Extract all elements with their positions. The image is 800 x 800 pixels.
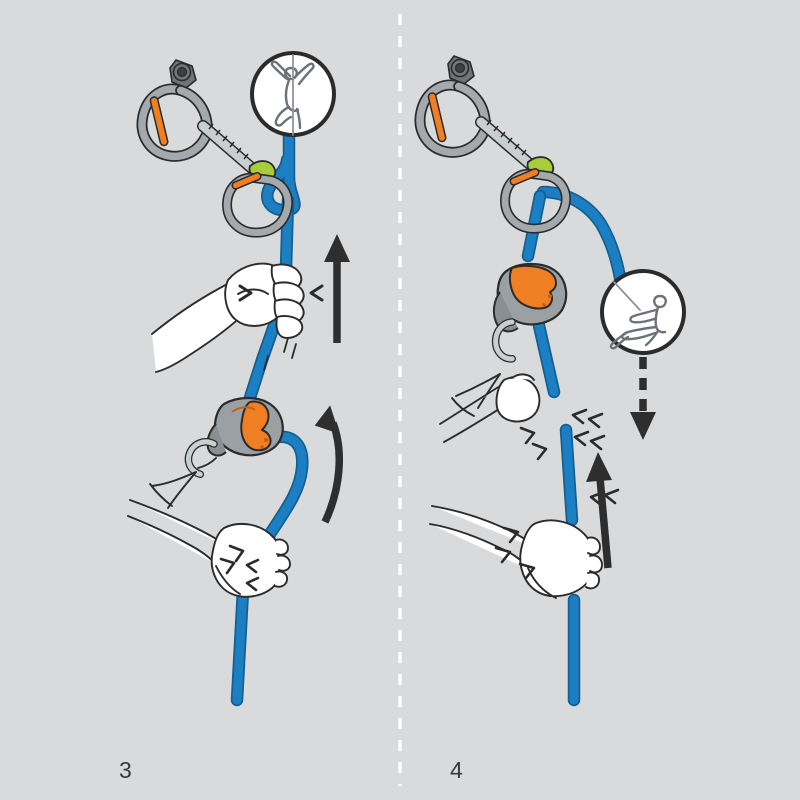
- climber-standing-inset: [250, 51, 336, 137]
- step-number-4: 4: [450, 757, 463, 783]
- harness-belay-loop: [451, 373, 501, 417]
- upper-hand-on-device: [439, 373, 541, 443]
- climber-descend-arrow: [630, 357, 656, 440]
- brake-hand-chevrons-upper: [571, 408, 606, 451]
- panel-3: [127, 51, 350, 707]
- rope-pull-up-arrow: [324, 234, 350, 343]
- rope-carabiner: [222, 172, 293, 238]
- step-number-3: 3: [119, 757, 132, 783]
- rope-pull-up-arrow: [586, 452, 612, 569]
- quickdraw-sling: [475, 116, 538, 172]
- fist-grip-chevrons: [219, 544, 260, 592]
- harness-belay-loop: [149, 457, 217, 509]
- upper-hand-feeding-rope: [151, 262, 305, 373]
- grip-chevron-left: [309, 284, 324, 302]
- belay-device: [184, 396, 284, 479]
- grip-chevron-right: [238, 284, 253, 302]
- anchor-carabiner: [414, 79, 491, 158]
- rope-carabiner: [500, 168, 571, 234]
- panel-4: [414, 55, 686, 707]
- brake-hand-chevrons-left: [519, 426, 548, 461]
- climber-seated-inset: [600, 269, 686, 355]
- climber-figure-icon: [270, 54, 315, 136]
- lower-brake-hand-fist: [127, 499, 291, 598]
- brake-hand-curve-arrow: [314, 405, 343, 524]
- belay-device: [491, 262, 568, 363]
- climber-seated-figure-icon: [609, 281, 667, 350]
- rope-motion-ticks: [263, 337, 297, 371]
- quickdraw-sling: [197, 120, 260, 176]
